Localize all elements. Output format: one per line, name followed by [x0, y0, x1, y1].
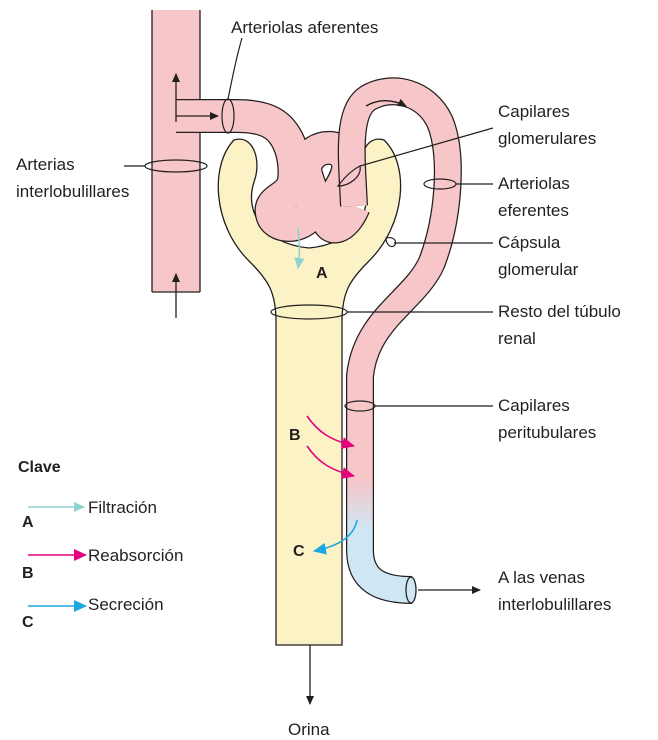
key-filtration-letter: A	[22, 514, 34, 531]
marker-b: B	[289, 427, 301, 444]
marker-a: A	[316, 265, 328, 282]
label-glomerular-capillaries-line2: glomerulares	[498, 129, 596, 148]
label-interlobular-arteries-line2: interlobulillares	[16, 182, 129, 201]
key-reabsorption-letter: B	[22, 565, 34, 582]
label-renal-tubule-line2: renal	[498, 329, 536, 348]
label-to-veins-line1: A las venas	[498, 568, 585, 587]
efferent-peritubular-vessel	[352, 91, 448, 603]
key-secretion-label: Secreción	[88, 595, 164, 614]
key-secretion-letter: C	[22, 614, 34, 631]
label-efferent-arterioles-line2: eferentes	[498, 201, 569, 220]
key-reabsorption-label: Reabsorción	[88, 546, 183, 565]
label-renal-tubule-line1: Resto del túbulo	[498, 302, 621, 321]
label-peritubular-capillaries-line1: Capilares	[498, 396, 570, 415]
label-interlobular-arteries-line1: Arterias	[16, 155, 75, 174]
label-glomerular-capillaries-line1: Capilares	[498, 102, 570, 121]
label-peritubular-capillaries-line2: peritubulares	[498, 423, 596, 442]
label-to-veins-line2: interlobulillares	[498, 595, 611, 614]
key-title: Clave	[18, 459, 61, 476]
key-filtration-label: Filtración	[88, 498, 157, 517]
label-urine: Orina	[288, 720, 330, 739]
label-glomerular-capsule-line2: glomerular	[498, 260, 579, 279]
marker-c: C	[293, 543, 305, 560]
glomerulus	[176, 116, 354, 227]
key-legend: Clave Filtración A Reabsorción B Secreci…	[18, 459, 183, 631]
interlobular-artery	[152, 10, 200, 292]
label-glomerular-capsule-line1: Cápsula	[498, 233, 561, 252]
label-afferent-arterioles: Arteriolas aferentes	[231, 18, 378, 37]
label-efferent-arterioles-line1: Arteriolas	[498, 174, 570, 193]
